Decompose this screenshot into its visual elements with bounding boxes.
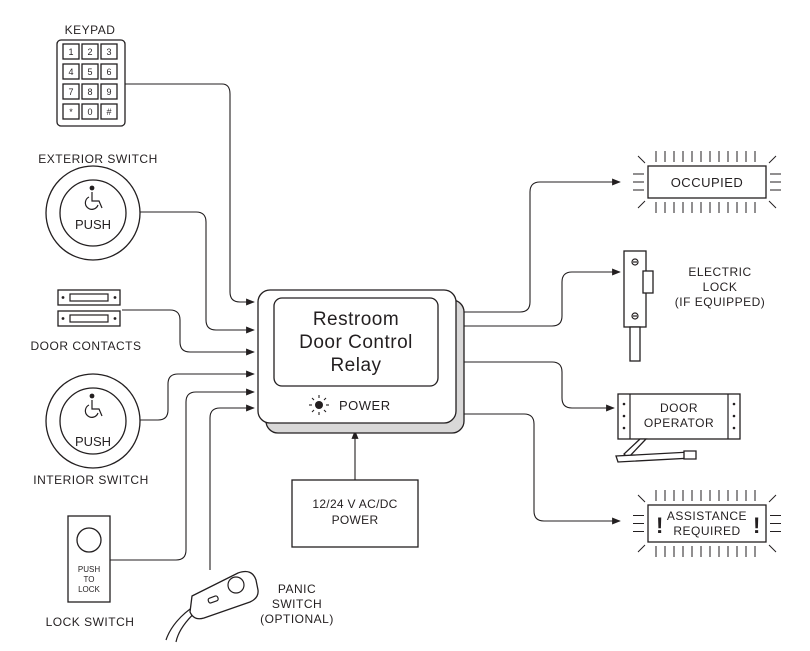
panic-switch-line2: SWITCH	[272, 597, 322, 611]
keypad-key	[100, 103, 118, 120]
keypad-key	[81, 63, 99, 80]
electric-lock-line3: (IF EQUIPPED)	[675, 295, 766, 309]
relay-power-label: POWER	[339, 398, 391, 413]
keypad-key-label: *	[69, 107, 73, 117]
interior-switch-label: INTERIOR SWITCH	[33, 473, 149, 487]
interior-push-text: PUSH	[75, 434, 111, 449]
keypad-key-label: #	[106, 107, 111, 117]
keypad-key	[81, 43, 99, 60]
keypad-key-label: 3	[106, 47, 111, 57]
keypad-key-label: 7	[68, 87, 73, 97]
key-fob-icon	[165, 570, 259, 643]
sign-rays	[633, 151, 781, 213]
keypad-key	[62, 83, 80, 100]
electric-lock-icon	[623, 250, 654, 362]
sign-rays	[633, 490, 781, 557]
keypad-key	[81, 103, 99, 120]
ray-line	[768, 544, 777, 553]
occupied-label: OCCUPIED	[671, 175, 744, 190]
ray-line	[637, 200, 646, 209]
ray-line	[768, 200, 777, 209]
interior-switch: PUSH	[45, 373, 141, 469]
wire-exterior-switch	[140, 211, 255, 334]
keypad-key-label: 5	[87, 67, 92, 77]
keypad-key	[100, 83, 118, 100]
wire-electric-lock	[462, 268, 621, 327]
keypad-key-label: 2	[87, 47, 92, 57]
wire-assistance	[462, 413, 621, 525]
ray-line	[768, 494, 777, 503]
keypad-key	[81, 83, 99, 100]
door-contacts-label: DOOR CONTACTS	[31, 339, 142, 353]
relay-box: Restroom Door Control Relay POWER	[257, 289, 465, 434]
keypad-key-label: 1	[68, 47, 73, 57]
keypad-key	[62, 63, 80, 80]
keypad-icon: 1 2 3 4 5 6 7 8 9 * 0 #	[56, 39, 126, 127]
electric-lock-line2: LOCK	[703, 280, 738, 294]
relay-title-line2: Door Control	[299, 332, 413, 353]
lock-switch-line3: LOCK	[78, 585, 100, 594]
wires	[110, 83, 621, 570]
door-operator-icon	[615, 393, 741, 463]
keypad-key-label: 8	[87, 87, 92, 97]
door-contacts-icon	[57, 289, 121, 327]
panic-switch-line3: (OPTIONAL)	[260, 612, 334, 626]
ray-line	[637, 544, 646, 553]
keypad-key	[100, 63, 118, 80]
keypad-label: KEYPAD	[65, 23, 116, 37]
power-supply-line1: 12/24 V AC/DC	[312, 497, 397, 511]
ray-line	[637, 494, 646, 503]
assistance-line1: ASSISTANCE	[667, 509, 747, 523]
relay-title-line3: Relay	[330, 355, 381, 376]
keypad-key	[62, 43, 80, 60]
wire-door-contacts	[122, 309, 255, 356]
door-operator-line1: DOOR	[660, 401, 698, 415]
exterior-switch: PUSH	[45, 165, 141, 261]
ray-line	[768, 155, 777, 164]
lock-switch-line2: TO	[84, 575, 95, 584]
relay-title-line1: Restroom	[313, 309, 399, 330]
keypad-key-label: 6	[106, 67, 111, 77]
wire-occupied	[462, 178, 621, 313]
power-supply-line2: POWER	[332, 513, 379, 527]
lock-switch: PUSH TO LOCK	[67, 515, 111, 603]
door-operator-line2: OPERATOR	[644, 416, 714, 430]
wire-lock-switch	[110, 388, 255, 561]
occupied-sign: OCCUPIED	[633, 151, 781, 213]
wire-panic-switch	[209, 404, 255, 570]
wheelchair-icon	[84, 393, 103, 418]
lock-switch-line1: PUSH	[78, 565, 100, 574]
power-led-icon	[309, 395, 329, 415]
wire-door-operator	[462, 361, 615, 412]
panic-switch-line1: PANIC	[278, 582, 316, 596]
assistance-mark-right: !	[753, 513, 760, 538]
exterior-switch-label: EXTERIOR SWITCH	[38, 152, 158, 166]
wire-interior-switch	[140, 370, 255, 421]
wheelchair-icon	[84, 185, 103, 210]
assistance-mark-left: !	[656, 513, 663, 538]
assistance-line2: REQUIRED	[673, 524, 740, 538]
lock-switch-label: LOCK SWITCH	[46, 615, 135, 629]
wire-keypad	[124, 83, 255, 306]
keypad-key	[100, 43, 118, 60]
keypad-key-label: 0	[87, 107, 92, 117]
exterior-push-text: PUSH	[75, 217, 111, 232]
assistance-sign: ! ! ASSISTANCE REQUIRED	[633, 490, 781, 557]
keypad-key-label: 9	[106, 87, 111, 97]
power-supply-box: 12/24 V AC/DC POWER	[291, 479, 419, 548]
electric-lock-line1: ELECTRIC	[688, 265, 751, 279]
ray-line	[637, 155, 646, 164]
keypad-key-label: 4	[68, 67, 73, 77]
keypad-key	[62, 103, 80, 120]
